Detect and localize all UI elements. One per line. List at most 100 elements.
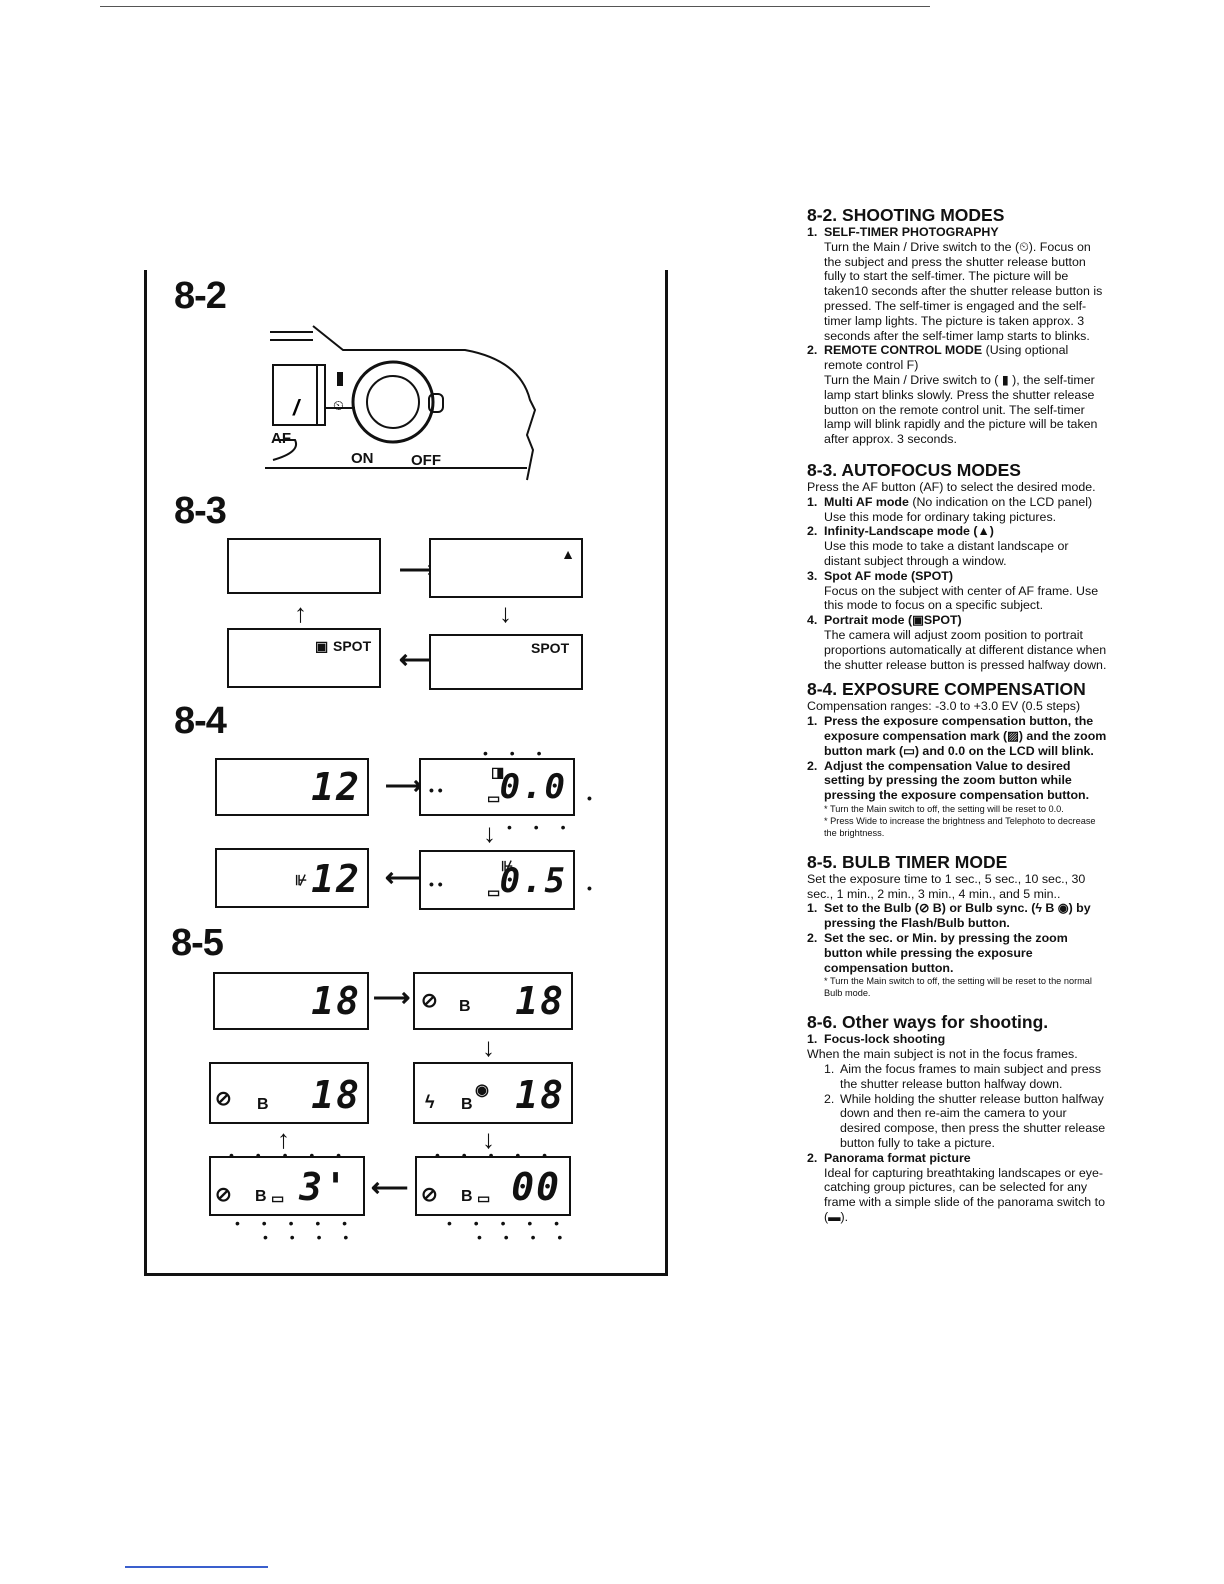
section-intro: Compensation ranges: -3.0 to +3.0 EV (0.… <box>807 699 1081 714</box>
bottom-link-rule <box>125 1566 268 1568</box>
blink-dot-icon: • <box>587 790 592 806</box>
lcd-ev-adjusted: • • ⊮ ▭ 0.5 <box>419 850 575 910</box>
lcd-ev-initial: 12 <box>215 758 369 816</box>
lcd-bulb-seconds: ⊘ B ▭ 00 <box>415 1156 571 1216</box>
blink-dots: • • • <box>483 745 551 761</box>
item-text: 1.Press the exposure compensation button… <box>807 714 1107 758</box>
arrow-down-icon: ↓ <box>482 1032 495 1062</box>
item-title: 1.Focus-lock shooting <box>807 1032 946 1047</box>
arrow-down-icon: ↓ <box>483 818 496 848</box>
figure-panel: 8-2 / ⏲ AF ON OFF 8-3 ⟶ ▲ ↑ ↓ ▣ SPOT ⟵ S <box>144 270 668 1276</box>
zoom-button-icon: ▭ <box>271 1190 285 1206</box>
svg-text:/: / <box>292 395 302 420</box>
item-title: 2.Panorama format picture <box>807 1150 971 1165</box>
figure-label-8-4: 8-4 <box>174 700 227 742</box>
arrow-left-icon: ⟵ <box>385 862 423 892</box>
zoom-button-icon: ▭ <box>487 790 501 806</box>
note-text: * Turn the Main switch to off, the setti… <box>824 976 1092 999</box>
blink-dots: • • • • <box>477 1229 572 1245</box>
item-title: 2.Infinity-Landscape mode (▲) <box>807 524 994 539</box>
item-title: 3.Spot AF mode (SPOT) <box>807 568 953 583</box>
zoom-button-icon: ▭ <box>487 884 501 900</box>
note-text: * Press Wide to increase the brightness … <box>824 815 1096 838</box>
red-eye-icon: ◉ <box>475 1082 489 1099</box>
lcd-spot: SPOT <box>429 634 583 690</box>
blink-dots: • • • • • <box>235 1215 357 1231</box>
item-text: Use this mode for ordinary taking pictur… <box>824 509 1057 524</box>
item-text: The camera will adjust zoom position to … <box>824 627 1107 672</box>
blink-dots: • • • <box>507 819 575 835</box>
section-heading-8-3: 8-3. AUTOFOCUS MODES <box>807 459 1021 480</box>
figure-label-8-3: 8-3 <box>174 490 227 532</box>
bulb-label: B <box>459 998 471 1015</box>
landscape-icon: ▲ <box>561 546 575 562</box>
camera-top-illustration: / ⏲ <box>265 325 537 481</box>
figure-label-8-2: 8-2 <box>174 275 227 317</box>
blink-dot-icon: • • <box>429 876 443 892</box>
arrow-down-icon: ↓ <box>482 1124 495 1154</box>
spot-label: SPOT <box>531 640 570 656</box>
blink-dot-icon: • • <box>429 782 443 798</box>
frame-count: 18 <box>311 1073 361 1117</box>
bulb-flash-off-icon: ⊘ <box>215 1184 232 1206</box>
arrow-up-icon: ↑ <box>294 598 307 628</box>
arrow-up-icon: ↑ <box>277 1124 290 1154</box>
note-text: * Turn the Main switch to off, the setti… <box>824 803 1064 814</box>
exposure-comp-icon: ◨ <box>491 764 505 780</box>
lcd-bulb: ⊘ B 18 <box>209 1062 369 1124</box>
lcd-portrait-spot: ▣ SPOT <box>227 628 381 688</box>
portrait-spot-label: SPOT <box>333 638 372 654</box>
frame-count: 18 <box>311 979 361 1023</box>
item-text: Turn the Main / Drive switch to ( ▮ ), t… <box>824 372 1098 447</box>
lcd-bulb-sync: ϟ B ◉ 18 <box>413 1062 573 1124</box>
item-text: 1.Set to the Bulb (⊘ B) or Bulb sync. (ϟ… <box>807 901 1091 931</box>
exposure-comp-mark-icon: ⊮ <box>295 872 308 888</box>
section-heading-8-2: 8-2. SHOOTING MODES <box>807 205 1005 225</box>
frame-count: 18 <box>515 979 565 1023</box>
off-label: OFF <box>411 452 441 469</box>
blink-dot-icon: • <box>587 880 592 896</box>
exposure-comp-mark-icon: ⊮ <box>501 858 514 874</box>
blink-dots: • • • • • <box>447 1215 569 1231</box>
top-rule <box>100 6 930 7</box>
section-heading-8-4: 8-4. EXPOSURE COMPENSATION <box>807 679 1086 700</box>
instructions-column: 8-2. SHOOTING MODES 1.SELF-TIMER PHOTOGR… <box>807 205 1107 1225</box>
minutes-value: 3' <box>299 1165 349 1209</box>
lcd-bulb-initial: 18 <box>213 972 369 1030</box>
lcd-bulb-minutes: ⊘ B ▭ 3' <box>209 1156 365 1216</box>
bulb-flash-off-icon: ⊘ <box>215 1088 232 1110</box>
item-text: Ideal for capturing breathtaking landsca… <box>824 1165 1105 1225</box>
item-intro: When the main subject is not in the focu… <box>807 1047 1078 1062</box>
arrow-right-icon: ⟶ <box>385 770 423 800</box>
arrow-down-icon: ↓ <box>499 598 512 628</box>
item-text: Turn the Main / Drive switch to the (⏲).… <box>824 239 1103 343</box>
flash-icon: ϟ <box>425 1092 435 1112</box>
frame-count: 12 <box>311 765 361 809</box>
bulb-flash-off-icon: ⊘ <box>421 1184 438 1206</box>
ev-value: 0.0 <box>499 767 567 807</box>
lcd-ev-count: ⊮ 12 <box>215 848 369 908</box>
ev-value: 0.5 <box>499 861 567 901</box>
lcd-landscape: ▲ <box>429 538 583 598</box>
lcd-ev-blink: • • ◨ ▭ 0.0 <box>419 758 575 816</box>
item-text: Use this mode to take a distant landscap… <box>824 539 1069 568</box>
item-title: 1.Multi AF mode (No indication on the LC… <box>807 494 1093 509</box>
bulb-label: B <box>461 1188 473 1205</box>
arrow-right-icon: ⟶ <box>373 982 411 1012</box>
section-heading-8-6: 8-6. Other ways for shooting. <box>807 1012 1049 1033</box>
item-text: 2.Set the sec. or Min. by pressing the z… <box>807 931 1068 975</box>
lcd-multi-af <box>227 538 381 594</box>
portrait-icon: ▣ <box>315 638 329 654</box>
frame-count: 18 <box>515 1073 565 1117</box>
figure-label-8-5: 8-5 <box>171 922 224 964</box>
bulb-label: B <box>461 1096 473 1113</box>
section-heading-8-5: 8-5. BULB TIMER MODE <box>807 851 1008 872</box>
item-title: 4.Portrait mode (▣SPOT) <box>807 613 962 628</box>
svg-text:⏲: ⏲ <box>333 398 344 414</box>
item-text: 2.Adjust the compensation Value to desir… <box>807 758 1090 803</box>
lcd-bulb-mode: ⊘ B 18 <box>413 972 573 1030</box>
frame-count: 12 <box>311 857 361 901</box>
zoom-button-icon: ▭ <box>477 1190 491 1206</box>
seconds-value: 00 <box>511 1165 561 1209</box>
blink-dots: • • • • <box>263 1229 358 1245</box>
